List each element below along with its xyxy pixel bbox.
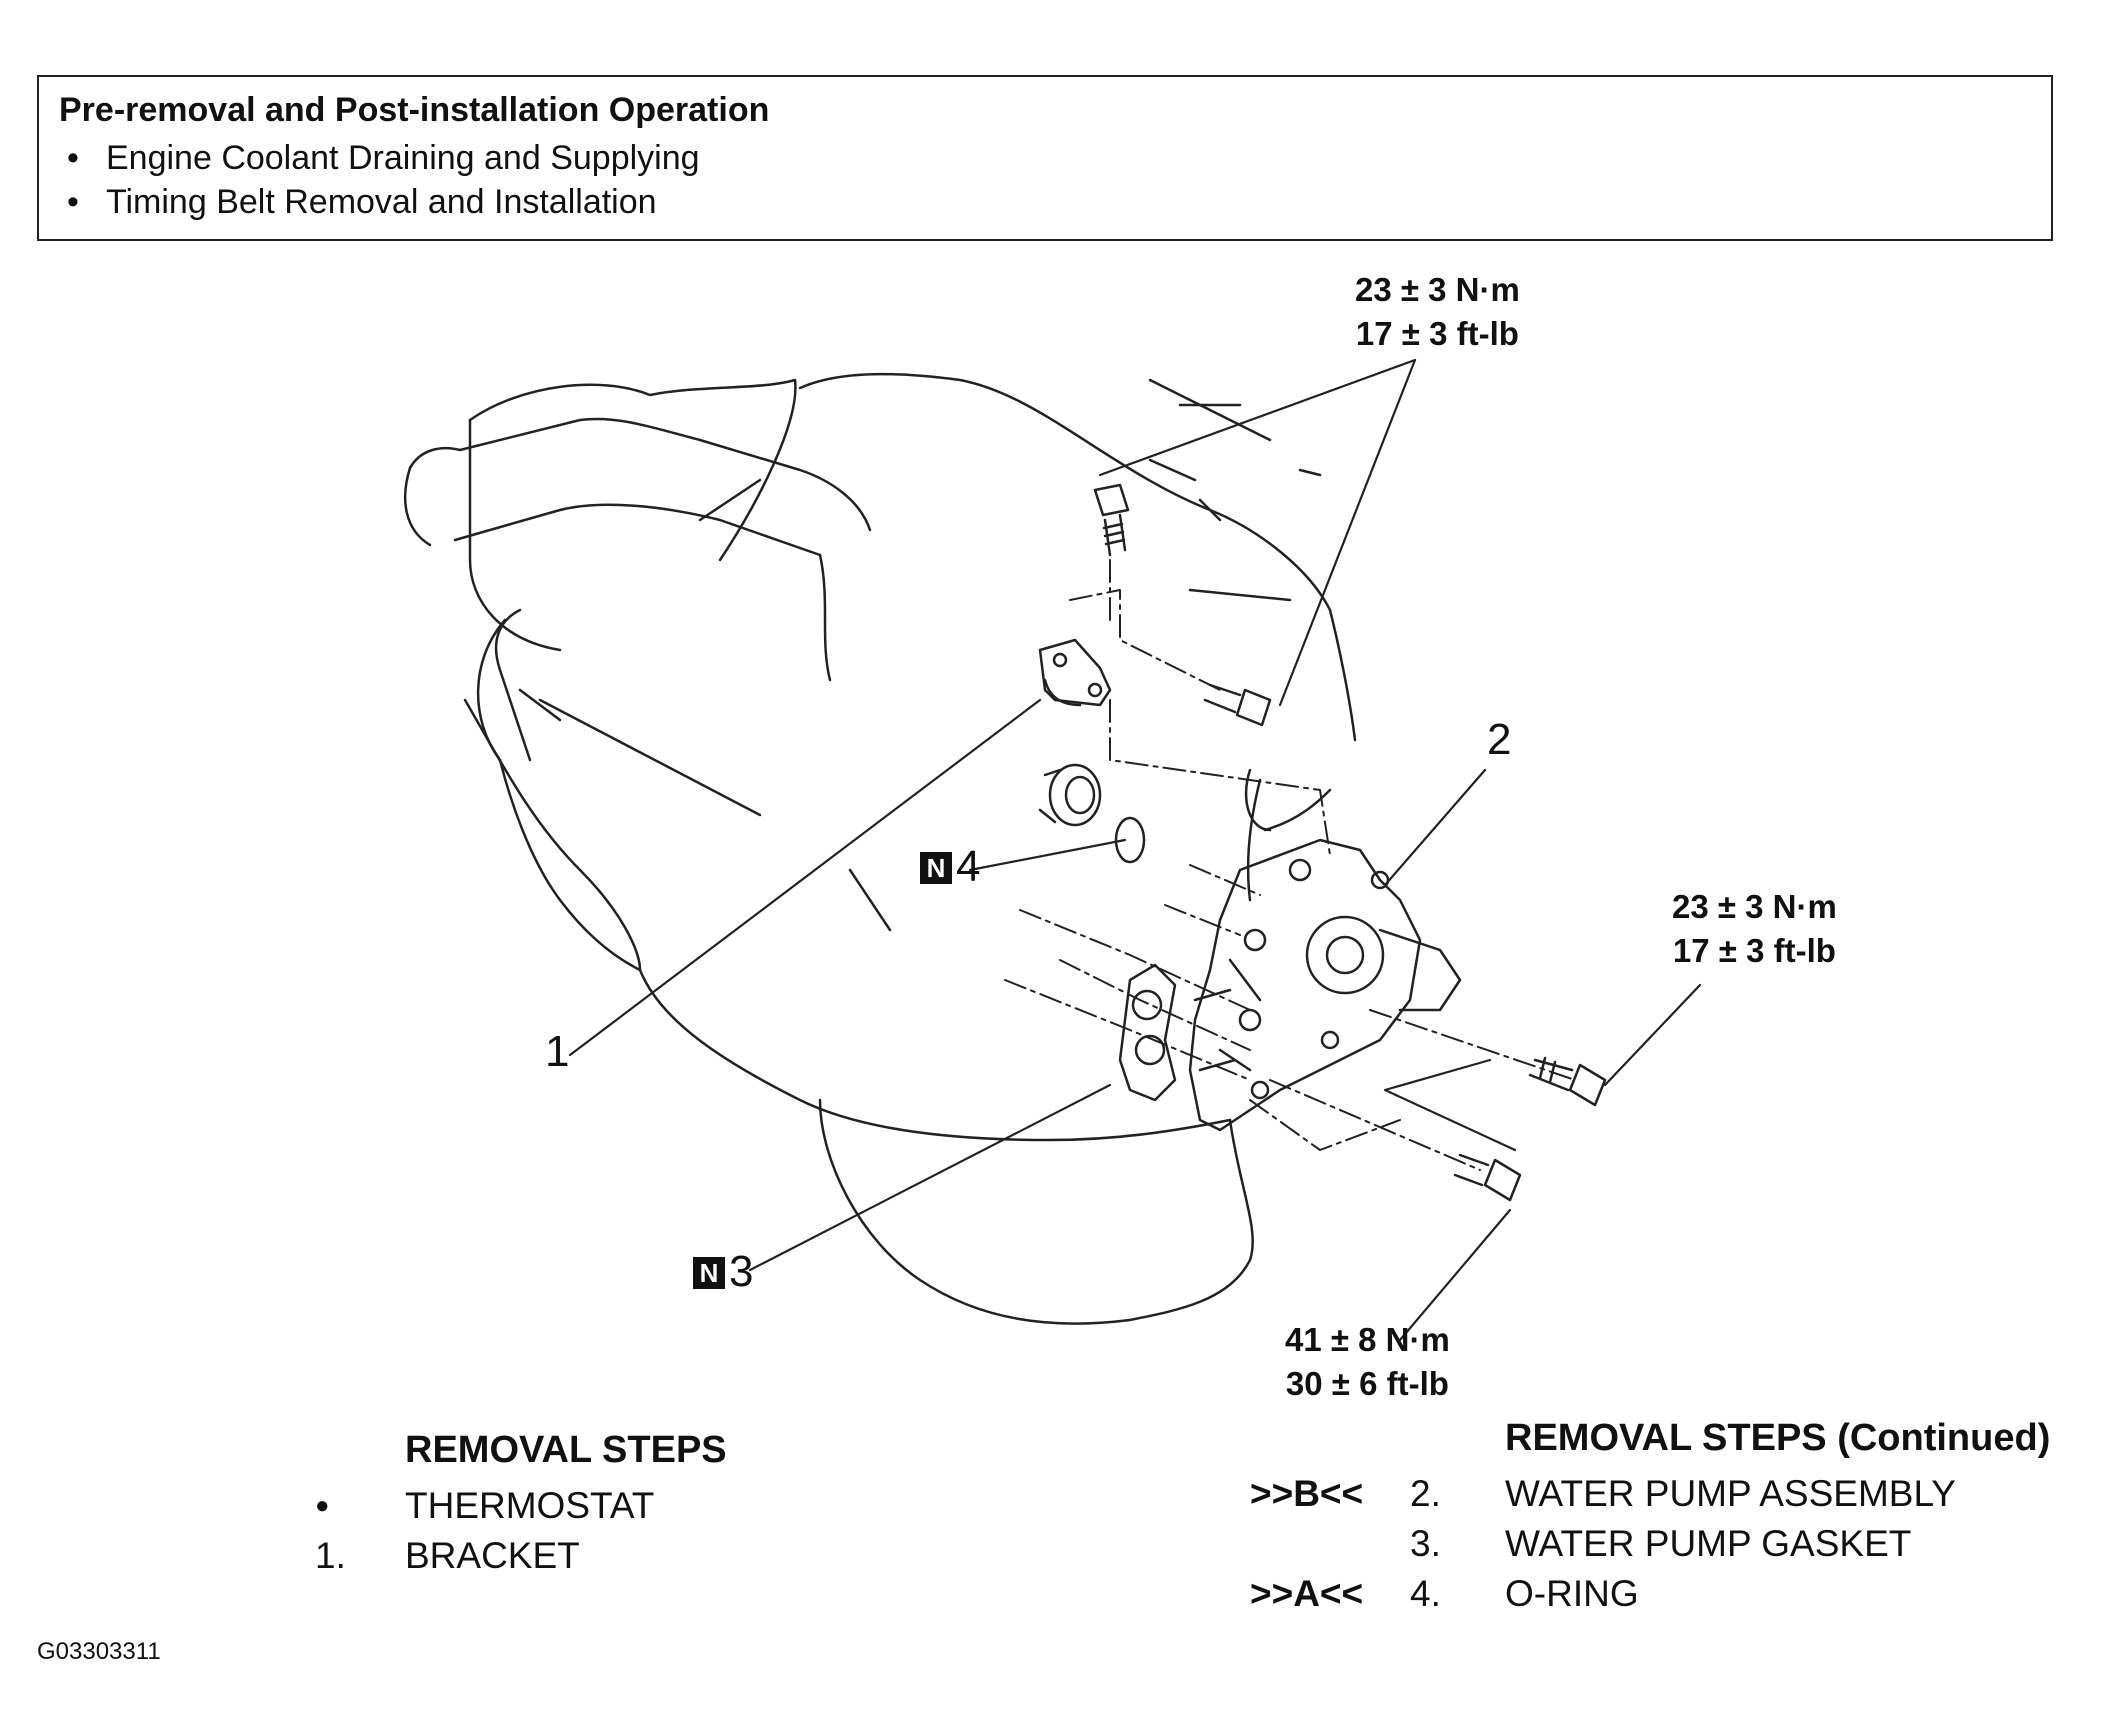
- bolt-bracket: [1203, 683, 1272, 727]
- removal-steps-continued-title: REMOVAL STEPS (Continued): [1505, 1417, 2051, 1459]
- step-row: >>B<< 2. WATER PUMP ASSEMBLY: [1250, 1469, 2080, 1519]
- leader-lines: [568, 358, 1702, 1342]
- non-reusable-mark: N: [693, 1257, 725, 1289]
- removal-steps-title: REMOVAL STEPS: [405, 1429, 727, 1471]
- step-row: >>A<< 4. O-RING: [1250, 1569, 2080, 1619]
- pre-operation-item: Timing Belt Removal and Installation: [59, 180, 2031, 224]
- non-reusable-mark: N: [920, 852, 952, 884]
- engine-block-outline: [403, 372, 1357, 1325]
- removal-steps-continued: REMOVAL STEPS (Continued) >>B<< 2. WATER…: [1250, 1413, 2080, 1619]
- step-label: THERMOSTAT: [405, 1485, 655, 1526]
- bracket-part: [1038, 638, 1112, 707]
- step-bullet: ●: [315, 1492, 330, 1519]
- step-number: 4.: [1410, 1573, 1441, 1614]
- callout-2: 2: [1487, 715, 1512, 764]
- callout-4-label: 4: [956, 842, 981, 891]
- figure-id: G03303311: [37, 1638, 161, 1665]
- step-mark: >>B<<: [1250, 1473, 1364, 1514]
- pre-operation-list: Engine Coolant Draining and Supplying Ti…: [59, 136, 2031, 224]
- step-label: WATER PUMP ASSEMBLY: [1505, 1473, 1956, 1514]
- bolt-right: [1528, 1056, 1607, 1107]
- callout-3-label: 3: [729, 1247, 754, 1296]
- torque-ftlb: 17 ± 3 ft-lb: [1672, 932, 1836, 969]
- step-mark: >>A<<: [1250, 1573, 1364, 1614]
- water-pump-assembly-part: [1188, 838, 1462, 1132]
- torque-ftlb: 17 ± 3 ft-lb: [1355, 315, 1519, 352]
- bolt-top: [1093, 483, 1130, 557]
- torque-spec-right: 23 ± 3 N·m 17 ± 3 ft-lb: [1672, 885, 1837, 973]
- step-number: 3.: [1410, 1523, 1441, 1564]
- step-label: O-RING: [1505, 1573, 1639, 1614]
- bolt-bottom: [1453, 1153, 1522, 1202]
- step-label: BRACKET: [405, 1535, 580, 1576]
- pre-operation-box: Pre-removal and Post-installation Operat…: [37, 75, 2053, 241]
- step-row: 1. BRACKET: [310, 1531, 910, 1581]
- thermostat-part: [1038, 763, 1102, 827]
- water-pump-gasket-part: [1118, 963, 1177, 1102]
- callout-1: 1: [545, 1027, 570, 1076]
- removal-steps: REMOVAL STEPS ● THERMOSTAT 1. BRACKET: [310, 1425, 910, 1581]
- pre-operation-title: Pre-removal and Post-installation Operat…: [59, 91, 770, 129]
- torque-spec-top: 23 ± 3 N·m 17 ± 3 ft-lb: [1355, 268, 1520, 356]
- step-row: ● THERMOSTAT: [310, 1481, 910, 1531]
- pre-operation-item: Engine Coolant Draining and Supplying: [59, 136, 2031, 180]
- step-label: WATER PUMP GASKET: [1505, 1523, 1912, 1564]
- alignment-lines: [1004, 559, 1576, 1171]
- torque-nm: 23 ± 3 N·m: [1355, 271, 1520, 308]
- step-number: 1.: [315, 1535, 346, 1576]
- step-number: 2.: [1410, 1473, 1441, 1514]
- step-row: 3. WATER PUMP GASKET: [1250, 1519, 2080, 1569]
- torque-spec-bottom: 41 ± 8 N·m 30 ± 6 ft-lb: [1285, 1318, 1450, 1406]
- o-ring-part: [1114, 816, 1146, 864]
- torque-nm: 23 ± 3 N·m: [1672, 888, 1837, 925]
- torque-ftlb: 30 ± 6 ft-lb: [1285, 1365, 1449, 1402]
- torque-nm: 41 ± 8 N·m: [1285, 1321, 1450, 1358]
